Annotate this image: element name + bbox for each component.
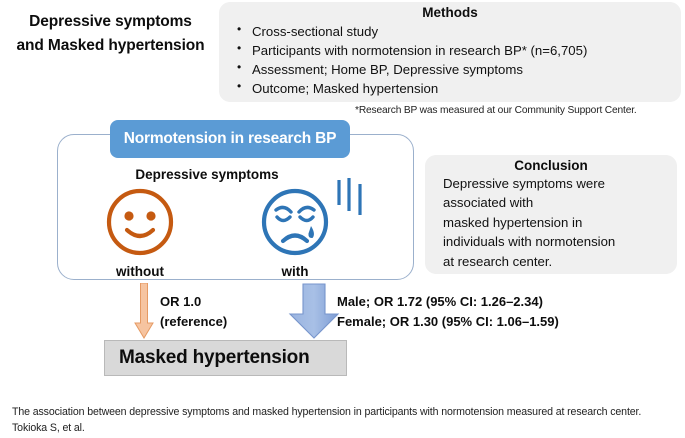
- methods-footnote: *Research BP was measured at our Communi…: [355, 105, 637, 116]
- face-group-without: without: [85, 186, 195, 279]
- smiling-face-icon: [106, 188, 174, 256]
- sad-face-with-tear-icon: [261, 188, 329, 256]
- conclusion-heading: Conclusion: [514, 158, 588, 173]
- conclusion-line: associated with: [443, 195, 534, 211]
- conclusion-panel: Conclusion Depressive symptoms were asso…: [425, 155, 677, 274]
- normotension-group-box: [57, 134, 414, 280]
- methods-heading: Methods: [422, 5, 478, 20]
- normotension-header-pill: Normotension in research BP: [110, 120, 350, 158]
- methods-panel: Methods Cross-sectional study Participan…: [219, 2, 681, 102]
- or-results-annotation: Male; OR 1.72 (95% CI: 1.26–2.34) Female…: [337, 292, 682, 331]
- page-title: Depressive symptoms and Masked hypertens…: [8, 10, 213, 58]
- page-title-line-1: Depressive symptoms: [29, 13, 192, 30]
- or-reference-note: (reference): [160, 313, 228, 329]
- stress-lines-icon: [337, 178, 362, 215]
- result-arrow-icon: [288, 283, 340, 339]
- conclusion-body: Depressive symptoms were associated with…: [443, 174, 677, 271]
- normotension-header-label: Normotension in research BP: [123, 130, 337, 147]
- figure-caption: The association between depressive sympt…: [12, 406, 642, 435]
- masked-hypertension-label: Masked hypertension: [119, 347, 310, 368]
- face-caption-with: with: [281, 264, 309, 279]
- page-title-line-2: and Masked hypertension: [16, 37, 205, 55]
- list-item: Cross-sectional study: [235, 21, 681, 41]
- or-reference-value: OR 1.0: [160, 294, 202, 309]
- or-result-female: Female; OR 1.30 (95% CI: 1.06–1.59): [337, 313, 559, 329]
- or-reference-annotation: OR 1.0 (reference): [160, 292, 290, 331]
- reference-arrow-icon: [134, 283, 154, 339]
- or-result-male: Male; OR 1.72 (95% CI: 1.26–2.34): [337, 294, 543, 309]
- masked-hypertension-outcome-bar: Masked hypertension: [104, 340, 347, 376]
- list-item: Participants with normotension in resear…: [235, 40, 681, 60]
- conclusion-line: individuals with normotension: [443, 234, 616, 250]
- conclusion-line: masked hypertension in: [443, 214, 583, 230]
- conclusion-line: Depressive symptoms were: [443, 176, 605, 191]
- conclusion-line: at research center.: [443, 253, 553, 269]
- depressive-symptoms-group-label: Depressive symptoms: [135, 167, 279, 182]
- methods-list: Cross-sectional study Participants with …: [219, 21, 681, 99]
- list-item: Assessment; Home BP, Depressive symptoms: [235, 59, 681, 79]
- face-group-with: with: [240, 186, 350, 279]
- list-item: Outcome; Masked hypertension: [235, 78, 681, 98]
- face-caption-without: without: [116, 264, 164, 279]
